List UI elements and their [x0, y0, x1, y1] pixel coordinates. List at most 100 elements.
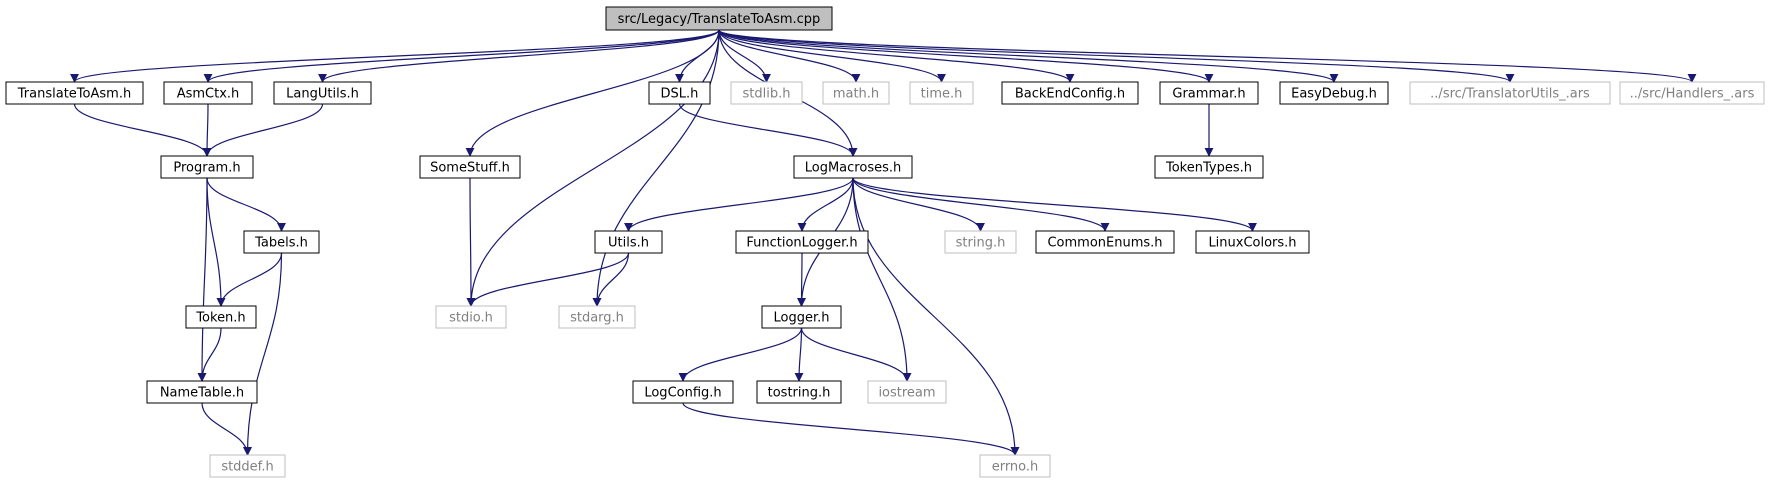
node-label: Grammar.h — [1172, 87, 1245, 102]
node-utils-h[interactable]: Utils.h — [594, 230, 663, 254]
node-label: LogConfig.h — [644, 386, 721, 401]
node-label: BackEndConfig.h — [1015, 87, 1125, 102]
node-label: iostream — [878, 386, 935, 401]
node-label: Program.h — [173, 161, 240, 176]
edge-program_h-to-token_h — [206, 177, 226, 307]
node-box — [594, 230, 663, 254]
node-box — [1159, 81, 1259, 105]
edge-dsl_h-to-logmacroses_h — [678, 103, 858, 157]
node-easydebug-h[interactable]: EasyDebug.h — [1279, 81, 1389, 105]
node-label: Tabels.h — [254, 236, 308, 251]
node-box — [1195, 230, 1310, 254]
node-box — [730, 81, 803, 105]
node-stddef-h: stddef.h — [209, 454, 286, 478]
edge-utils_h-to-stdarg_h — [592, 252, 630, 307]
node-stdio-h: stdio.h — [435, 305, 507, 329]
edge-translatetoasm_cpp-to-backendconfig_h — [718, 29, 1075, 83]
edge-utils_h-to-stdio_h — [466, 252, 630, 307]
node-box — [419, 155, 521, 179]
edge-somestuff_h-to-stdio_h — [466, 177, 476, 307]
node-label: stddef.h — [221, 460, 273, 475]
edge-translatetoasm_cpp-to-translatorutils_ars — [718, 29, 1515, 83]
edge-logmacroses_h-to-errno_h — [852, 177, 1020, 456]
node-box — [1409, 81, 1611, 105]
node-label: CommonEnums.h — [1047, 236, 1162, 251]
node-box — [648, 81, 711, 105]
node-stdlib-h: stdlib.h — [730, 81, 803, 105]
edge-translatetoasm_cpp-to-stdarg_h — [592, 29, 720, 307]
node-label: errno.h — [992, 460, 1039, 475]
node-label: FunctionLogger.h — [746, 236, 857, 251]
node-label: src/Legacy/TranslateToAsm.cpp — [618, 12, 821, 27]
node-translatetoasm-cpp[interactable]: src/Legacy/TranslateToAsm.cpp — [605, 6, 833, 31]
node-tabels-h[interactable]: Tabels.h — [243, 230, 320, 254]
node-label: string.h — [956, 236, 1006, 251]
node-logmacroses-h[interactable]: LogMacroses.h — [793, 155, 913, 179]
node-grammar-h[interactable]: Grammar.h — [1159, 81, 1259, 105]
node-functionlogger-h[interactable]: FunctionLogger.h — [735, 230, 869, 254]
node-label: TranslateToAsm.h — [17, 87, 131, 102]
edge-logmacroses_h-to-commonenums_h — [852, 177, 1110, 232]
node-label: AsmCtx.h — [177, 87, 240, 102]
node-box — [273, 81, 372, 105]
node-langutils-h[interactable]: LangUtils.h — [273, 81, 372, 105]
node-stdarg-h: stdarg.h — [558, 305, 636, 329]
edge-translatetoasm_cpp-to-langutils_h — [318, 29, 720, 83]
edge-logger_h-to-iostream — [800, 327, 912, 382]
node-translatorutils-ars: ../src/TranslatorUtils_.ars — [1409, 81, 1611, 105]
node-label: ../src/TranslatorUtils_.ars — [1430, 87, 1590, 102]
node-logger-h[interactable]: Logger.h — [761, 305, 842, 329]
node-label: Logger.h — [774, 311, 830, 326]
edge-program_h-to-nametable_h — [197, 177, 208, 382]
node-box — [558, 305, 636, 329]
edge-logmacroses_h-to-iostream — [852, 177, 912, 382]
edge-asmctx_h-to-program_h — [202, 103, 212, 157]
node-somestuff-h[interactable]: SomeStuff.h — [419, 155, 521, 179]
node-label: DSL.h — [661, 87, 699, 102]
edge-translatetoasm_cpp-to-handlers_ars — [718, 29, 1697, 83]
node-label: Token.h — [195, 311, 245, 326]
node-label: time.h — [921, 87, 963, 102]
node-commonenums-h[interactable]: CommonEnums.h — [1035, 230, 1175, 254]
node-box — [1154, 155, 1264, 179]
edge-translatetoasm_cpp-to-grammar_h — [718, 29, 1214, 83]
edge-tabels_h-to-token_h — [216, 252, 283, 307]
node-box — [243, 230, 320, 254]
node-box — [867, 380, 947, 404]
node-dsl-h[interactable]: DSL.h — [648, 81, 711, 105]
node-box — [1279, 81, 1389, 105]
node-time-h: time.h — [909, 81, 974, 105]
node-box — [435, 305, 507, 329]
node-backendconfig-h[interactable]: BackEndConfig.h — [1001, 81, 1139, 105]
node-label: Utils.h — [608, 236, 649, 251]
node-box — [1619, 81, 1765, 105]
node-logconfig-h[interactable]: LogConfig.h — [632, 380, 734, 404]
node-label: math.h — [833, 87, 879, 102]
node-program-h[interactable]: Program.h — [160, 155, 254, 179]
node-box — [909, 81, 974, 105]
edge-translatetoasm_cpp-to-time_h — [718, 29, 946, 83]
node-asmctx-h[interactable]: AsmCtx.h — [163, 81, 253, 105]
node-box — [793, 155, 913, 179]
node-errno-h: errno.h — [979, 454, 1051, 478]
node-string-h: string.h — [944, 230, 1017, 254]
edge-token_h-to-nametable_h — [197, 327, 222, 382]
node-translatetoasm-h[interactable]: TranslateToAsm.h — [5, 81, 144, 105]
node-box — [756, 380, 842, 404]
node-tokentypes-h[interactable]: TokenTypes.h — [1154, 155, 1264, 179]
node-linuxcolors-h[interactable]: LinuxColors.h — [1195, 230, 1310, 254]
node-box — [163, 81, 253, 105]
edge-logger_h-to-tostring_h — [794, 327, 804, 382]
node-tostring-h[interactable]: tostring.h — [756, 380, 842, 404]
edge-translatetoasm_cpp-to-math_h — [718, 29, 861, 83]
node-label: NameTable.h — [160, 386, 244, 401]
edge-translatetoasm_cpp-to-stdlib_h — [718, 29, 771, 83]
edge-translatetoasm_h-to-program_h — [73, 103, 212, 157]
edge-logconfig_h-to-errno_h — [682, 402, 1020, 456]
node-token-h[interactable]: Token.h — [185, 305, 257, 329]
node-label: EasyDebug.h — [1291, 87, 1377, 102]
node-label: TokenTypes.h — [1165, 161, 1252, 176]
node-nametable-h[interactable]: NameTable.h — [146, 380, 258, 404]
edge-translatetoasm_cpp-to-easydebug_h — [718, 29, 1339, 83]
